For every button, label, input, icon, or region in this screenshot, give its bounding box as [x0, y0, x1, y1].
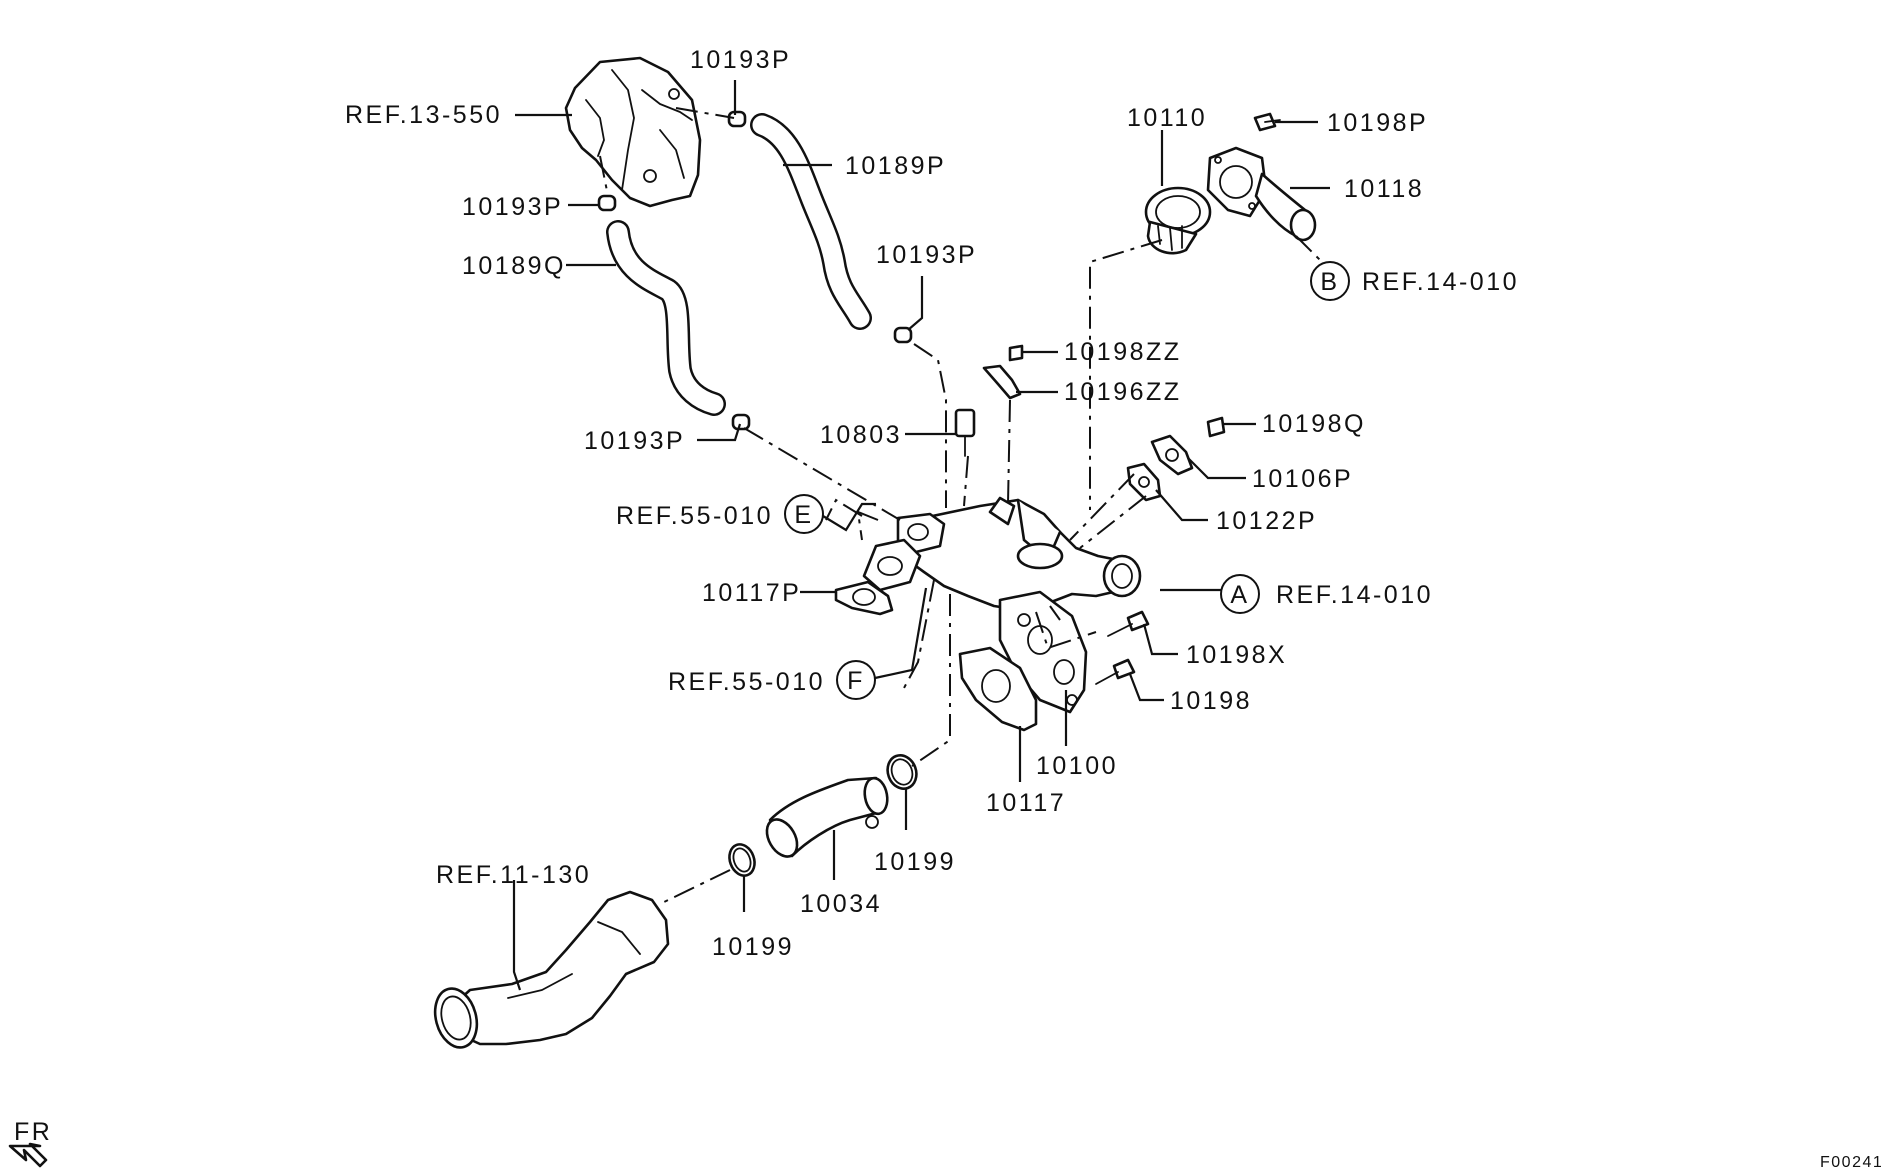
- label-10196zz: 10196ZZ: [1064, 378, 1182, 406]
- hose-10189p: [750, 113, 872, 330]
- label-10117p: 10117P: [702, 579, 801, 607]
- o-ring-10199-left: [728, 843, 756, 877]
- label-ref-13-550: REF.13-550: [345, 101, 502, 129]
- bolt-10198q: [1206, 416, 1226, 438]
- clamp-10193p-top: [727, 110, 747, 128]
- sensor-10803: [954, 408, 976, 457]
- water-outlet-10118: [1206, 146, 1317, 242]
- part-labels: REF.13-550 10193P 10189P 10193P 10189Q 1…: [14, 46, 1883, 1171]
- gasket-10117p: [834, 580, 894, 616]
- leader-lines: [512, 80, 1330, 991]
- label-10117: 10117: [986, 789, 1066, 817]
- label-10803: 10803: [820, 421, 902, 449]
- water-pump-housing-10100: [862, 496, 1142, 714]
- bracket-10196zz: [982, 364, 1022, 400]
- bolt-10198x: [1107, 610, 1150, 637]
- bolt-10198zz: [1008, 344, 1024, 362]
- label-ref-14-010-a: REF.14-010: [1276, 581, 1433, 609]
- label-10198q: 10198Q: [1262, 410, 1366, 438]
- label-10198p: 10198P: [1327, 109, 1428, 137]
- ref-13-550-housing: [564, 56, 702, 208]
- label-10118: 10118: [1344, 175, 1424, 203]
- label-10034: 10034: [800, 890, 882, 918]
- label-10106p: 10106P: [1252, 465, 1353, 493]
- label-10198: 10198: [1170, 687, 1252, 715]
- label-10193p-top: 10193P: [690, 46, 791, 74]
- label-10198x: 10198X: [1186, 641, 1287, 669]
- fr-arrow-icon: [8, 1142, 48, 1168]
- label-10189p: 10189P: [845, 152, 946, 180]
- label-10100: 10100: [1036, 752, 1118, 780]
- hose-10189q: [606, 220, 726, 416]
- thermostat-10110: [1144, 186, 1212, 255]
- callout-f-letter: F: [847, 667, 865, 695]
- bolt-10198p: [1253, 112, 1281, 132]
- clamp-10193p-mid: [893, 326, 913, 344]
- callout-b-letter: B: [1320, 268, 1339, 296]
- callout-a: A: [1220, 574, 1260, 614]
- label-ref-14-010-b: REF.14-010: [1362, 268, 1519, 296]
- gasket-10122p: [1126, 462, 1162, 502]
- label-10193p-mid: 10193P: [876, 241, 977, 269]
- label-10110: 10110: [1127, 104, 1207, 132]
- pipe-10034: [765, 776, 889, 858]
- part-10106p: [1150, 434, 1194, 476]
- label-10122p: 10122P: [1216, 507, 1317, 535]
- label-10199-left: 10199: [712, 933, 794, 961]
- label-10193p-low: 10193P: [584, 427, 685, 455]
- callout-e-letter: E: [794, 501, 813, 529]
- clamp-10193p-low: [731, 413, 751, 431]
- label-ref-55-010-f: REF.55-010: [668, 668, 825, 696]
- label-fr: FR: [14, 1118, 52, 1146]
- gasket-10117: [958, 646, 1038, 732]
- ref-11-130-assembly: [433, 890, 670, 1049]
- label-ref-55-010-e: REF.55-010: [616, 502, 773, 530]
- bolt-10198: [1095, 658, 1136, 685]
- label-figure-code: F00241: [1820, 1154, 1883, 1171]
- callout-b: B: [1310, 261, 1350, 301]
- label-10199-right: 10199: [874, 848, 956, 876]
- o-ring-10199-right: [886, 754, 918, 790]
- label-10189q: 10189Q: [462, 252, 566, 280]
- label-10198zz: 10198ZZ: [1064, 338, 1182, 366]
- callout-e: E: [784, 494, 824, 534]
- clamp-10193p-left: [597, 194, 617, 212]
- callout-f: F: [836, 660, 876, 700]
- label-10193p-left: 10193P: [462, 193, 563, 221]
- callout-a-letter: A: [1230, 581, 1249, 609]
- label-ref-11-130: REF.11-130: [436, 861, 591, 889]
